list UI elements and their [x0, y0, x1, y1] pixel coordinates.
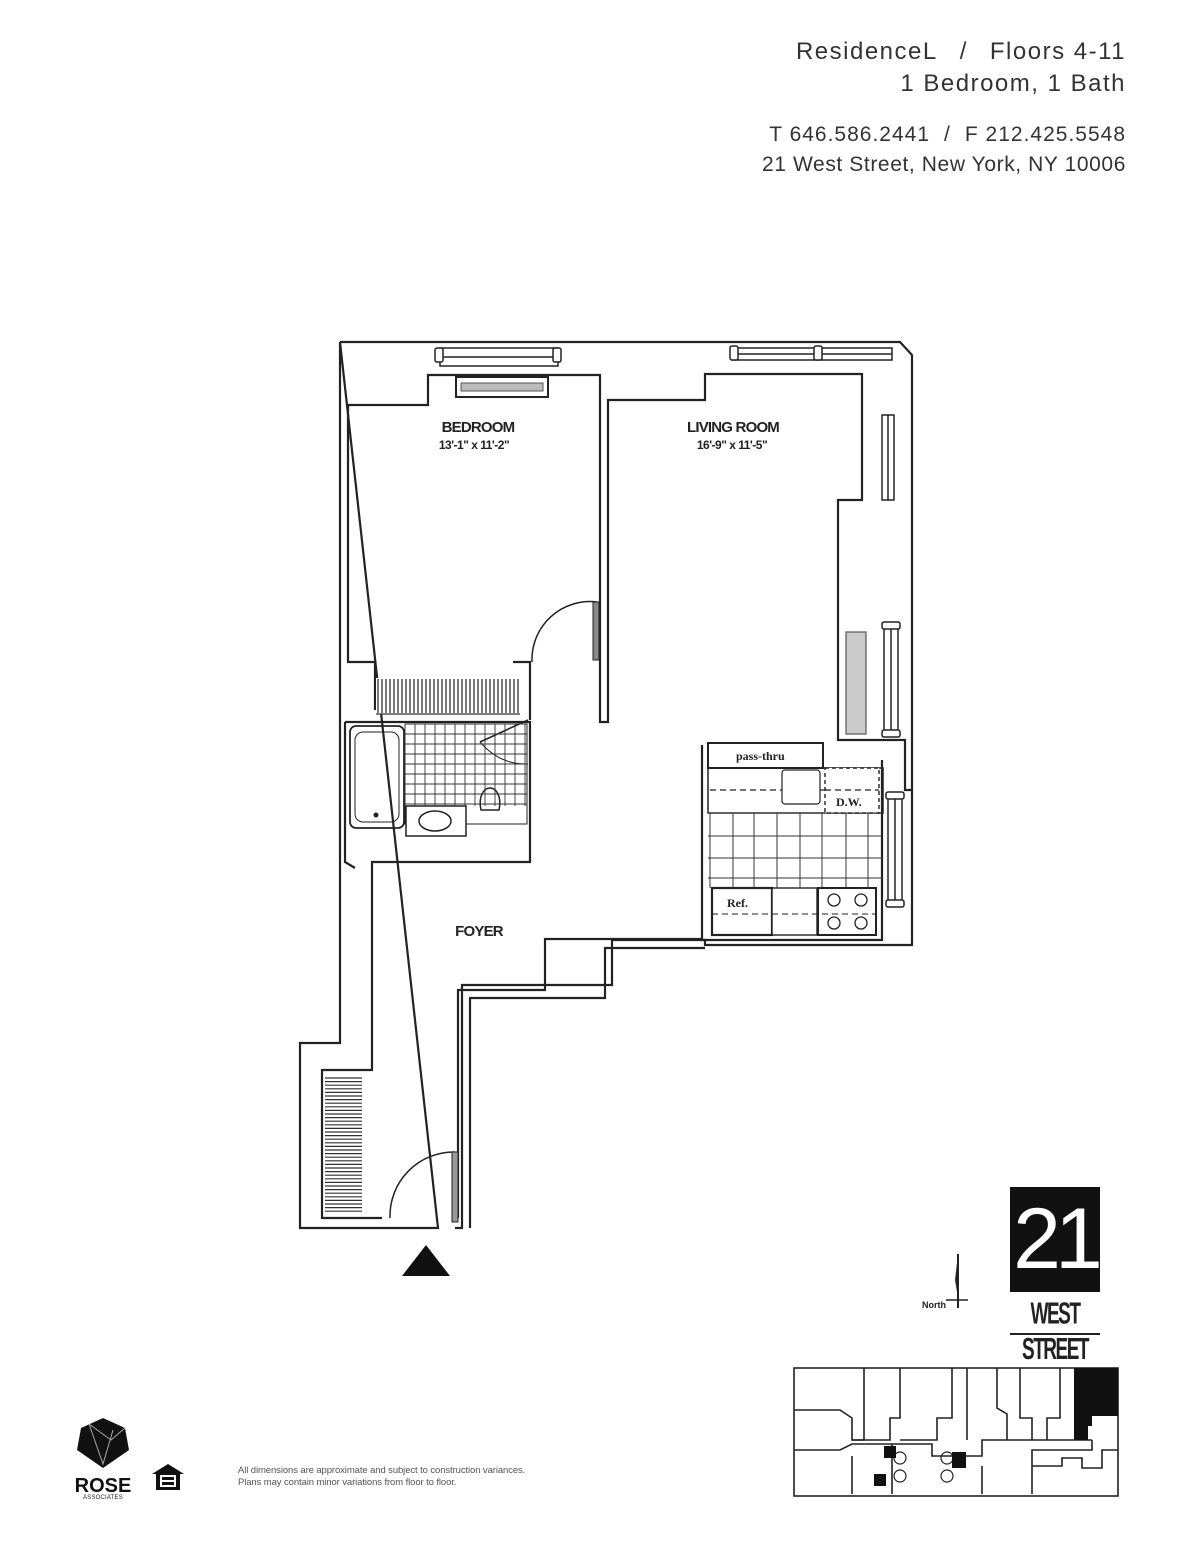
brand-logo: ROSE ASSOCIATES [68, 1416, 138, 1501]
address: 21 West Street, New York, NY 10006 [762, 153, 1126, 176]
tile-grid [404, 723, 527, 806]
residence-name: ResidenceL [795, 38, 938, 65]
brand-name: ROSE [74, 1475, 132, 1497]
unit-type: 1 Bedroom, 1 Bath [900, 70, 1126, 97]
entry-door [389, 1151, 459, 1223]
living-room-dimensions: 16'-9" x 11'-5" [697, 438, 767, 452]
foyer-stepped-wall [456, 937, 702, 1218]
bedroom-closet-hatch [376, 679, 520, 715]
entry-arrow-icon [402, 1245, 450, 1276]
burner [854, 916, 868, 930]
kitchen-counter-bottom [771, 887, 818, 936]
residence-line: ResidenceL / Floors 4-11 [762, 36, 1126, 68]
fax-number: F 212.425.5548 [964, 123, 1126, 146]
separator: / [944, 123, 951, 146]
stove [817, 887, 877, 936]
hvac-units [455, 376, 867, 735]
bedroom-label: BEDROOM [442, 419, 515, 436]
kitchen [707, 742, 884, 937]
living-hvac [845, 631, 867, 735]
pass-thru-counter [707, 742, 824, 769]
equal-housing-icon [152, 1464, 184, 1490]
north-arrow-icon [946, 1254, 968, 1308]
living-room-label: LIVING ROOM [687, 419, 779, 436]
disclaimer-line-2: Plans may contain minor variations from … [238, 1477, 457, 1488]
rose-emblem-icon [77, 1418, 129, 1468]
living-right-wall [878, 738, 912, 792]
kitchen-wall [700, 745, 884, 942]
disclaimer: All dimensions are approximate and subje… [238, 1465, 525, 1489]
unit-header: ResidenceL / Floors 4-11 1 Bedroom, 1 Bath… [762, 36, 1126, 180]
kitchen-tile-grid [708, 812, 882, 888]
bedroom-closet [376, 678, 520, 714]
burner [854, 893, 868, 907]
contact-line: T 646.586.2441 / F 212.425.5548 [762, 120, 1126, 150]
floors-range: Floors 4-11 [989, 38, 1126, 65]
shower-door [479, 719, 529, 743]
phone-number: T 646.586.2441 [769, 123, 931, 146]
disclaimer-line-1: All dimensions are approximate and subje… [238, 1465, 526, 1476]
key-plan [793, 1367, 1119, 1497]
refrigerator-label: Ref. [727, 896, 748, 910]
entry-closet-hatch [325, 1077, 362, 1212]
dishwasher-label: D.W. [836, 795, 862, 809]
kitchen-sink [781, 769, 821, 805]
bathroom-wall [343, 720, 532, 869]
bathroom [349, 719, 529, 837]
foyer-stepped-wall-inner [468, 946, 705, 1228]
building-logo-name: WEST STREET [1022, 1298, 1089, 1367]
bedroom-closet-wall [513, 660, 532, 720]
pass-thru-label: pass-thru [736, 749, 785, 763]
sink [418, 810, 452, 832]
exterior-wall-inner [348, 372, 878, 742]
windows [434, 345, 905, 908]
logo-underline [1010, 1333, 1100, 1335]
burner [827, 916, 841, 930]
bathtub [349, 725, 405, 829]
building-logo-number: 21 [1010, 1187, 1103, 1292]
toilet [479, 787, 501, 811]
burner [827, 893, 841, 907]
north-label: North [922, 1300, 946, 1310]
foyer-label: FOYER [455, 923, 504, 940]
separator: / [959, 38, 968, 65]
unit-highlight [1074, 1368, 1118, 1440]
bedroom-door [531, 600, 600, 663]
brand-subtitle: ASSOCIATES [83, 1495, 123, 1501]
bedroom-left-wall [346, 405, 377, 710]
bedroom-dimensions: 13'-1" x 11'-2" [439, 438, 509, 452]
foyer-left-wall [320, 868, 382, 1220]
